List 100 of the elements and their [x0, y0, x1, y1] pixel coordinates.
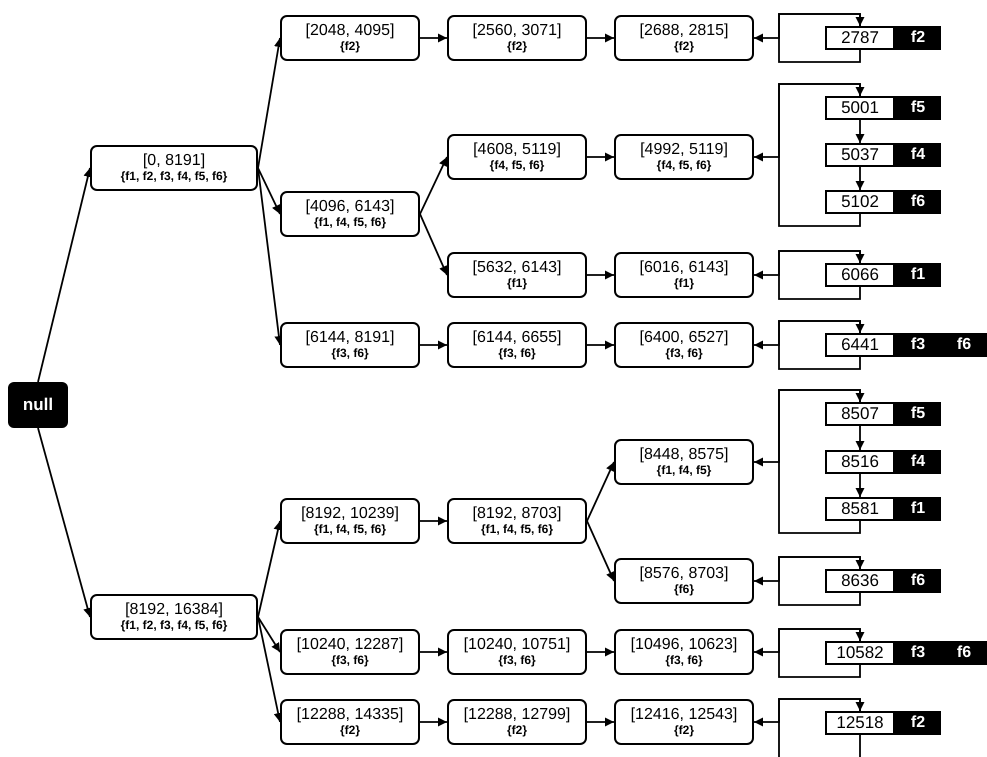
- range-node: [614, 15, 754, 61]
- range-node: [447, 134, 587, 180]
- range-label: [10240, 12287]: [296, 636, 404, 654]
- range-node: [614, 322, 754, 368]
- range-node: [280, 498, 420, 544]
- feature-tag: f4: [895, 450, 941, 474]
- entry-record: [825, 450, 941, 474]
- feature-set: {f1, f2, f3, f4, f5, f6}: [120, 619, 228, 634]
- range-node: [447, 629, 587, 675]
- arrow: [778, 698, 864, 757]
- entry-record: [825, 143, 941, 167]
- arrow: [420, 648, 447, 656]
- arrow: [420, 718, 447, 726]
- feature-tag: f6: [895, 190, 941, 214]
- entry-value: 12518: [825, 711, 895, 735]
- arrow: [778, 250, 864, 300]
- arrow: [587, 648, 614, 656]
- entry-value: 5001: [825, 96, 895, 120]
- range-node: [614, 252, 754, 298]
- arrow: [856, 426, 864, 450]
- feature-set: {f4, f5, f6}: [490, 159, 544, 174]
- arrow: [420, 340, 447, 350]
- arrow: [37, 168, 92, 382]
- arrow: [420, 34, 447, 42]
- feature-set: {f1, f4, f5, f6}: [480, 523, 554, 538]
- arrow: [587, 270, 614, 280]
- entry-record: [825, 569, 941, 593]
- range-label: [2048, 4095]: [306, 22, 394, 40]
- entry-record: [825, 26, 941, 50]
- feature-set: {f3, f6}: [498, 347, 536, 362]
- range-label: [4992, 5119]: [640, 140, 728, 160]
- range-label: [8192, 16384]: [125, 600, 223, 620]
- feature-set: {f2}: [506, 40, 527, 54]
- range-label: [10240, 10751]: [464, 636, 570, 654]
- feature-set: {f2}: [340, 724, 360, 738]
- entry-value: 10582: [825, 641, 895, 665]
- range-label: [8192, 10239]: [301, 504, 399, 524]
- arrow: [37, 428, 92, 618]
- arrow: [856, 167, 864, 190]
- range-node: [447, 15, 587, 61]
- range-label: [8576, 8703]: [640, 564, 728, 584]
- range-node: [447, 252, 587, 298]
- range-node: [280, 629, 420, 675]
- feature-set: {f1, f4, f5, f6}: [314, 523, 386, 538]
- feature-tag: f2: [895, 26, 941, 50]
- arrow: [778, 628, 864, 678]
- arrow: [257, 168, 281, 214]
- range-label: [6016, 6143]: [640, 258, 728, 278]
- range-label: [6144, 8191]: [306, 328, 394, 348]
- range-node: [614, 629, 754, 675]
- range-node: [447, 699, 587, 745]
- feature-tag: f1: [895, 497, 941, 521]
- range-label: [8192, 8703]: [472, 504, 562, 524]
- feature-tag: f2: [895, 711, 941, 735]
- arrow: [586, 520, 615, 582]
- range-label: [12288, 14335]: [296, 706, 404, 724]
- feature-set: {f2}: [674, 724, 694, 738]
- range-label: [10496, 10623]: [630, 636, 738, 654]
- arrow: [856, 120, 864, 143]
- feature-tag: f5: [895, 402, 941, 426]
- arrow: [587, 718, 614, 726]
- range-label: [12416, 12543]: [630, 706, 738, 724]
- range-label: [0, 8191]: [142, 152, 206, 170]
- entry-record: [825, 711, 941, 735]
- feature-tag: f4: [895, 143, 941, 167]
- entry-record: [825, 497, 941, 521]
- feature-set: {f1}: [506, 277, 527, 292]
- entry-value: 8636: [825, 569, 895, 593]
- range-label: [8448, 8575]: [640, 446, 728, 464]
- arrow: [587, 152, 614, 162]
- arrow: [778, 389, 864, 534]
- range-label: [6400, 6527]: [640, 328, 728, 348]
- range-label: [2560, 3071]: [472, 22, 562, 40]
- range-node: [614, 439, 754, 485]
- entry-record: [825, 190, 941, 214]
- feature-set: {f6}: [674, 583, 694, 598]
- feature-set: {f1, f2, f3, f4, f5, f6}: [120, 170, 228, 184]
- arrow: [856, 474, 864, 497]
- feature-set: {f2}: [506, 724, 527, 738]
- feature-set: {f3, f6}: [331, 347, 369, 362]
- arrow: [419, 214, 448, 276]
- feature-tag: f1: [895, 263, 941, 287]
- feature-set: {f1}: [674, 277, 694, 292]
- entry-value: 8516: [825, 450, 895, 474]
- range-node: [614, 699, 754, 745]
- entry-value: 8581: [825, 497, 895, 521]
- range-node: [90, 145, 258, 191]
- range-label: [5632, 6143]: [472, 258, 562, 278]
- arrow: [778, 320, 864, 370]
- arrow: [587, 34, 614, 42]
- root-node: null: [8, 382, 68, 428]
- range-node: [447, 322, 587, 368]
- arrow: [778, 13, 864, 63]
- entry-record: [825, 402, 941, 426]
- entry-record: [825, 96, 941, 120]
- arrow: [587, 340, 614, 350]
- range-label: [6144, 6655]: [472, 328, 562, 348]
- entry-value: 5037: [825, 143, 895, 167]
- range-node: [614, 134, 754, 180]
- range-node: [90, 594, 258, 640]
